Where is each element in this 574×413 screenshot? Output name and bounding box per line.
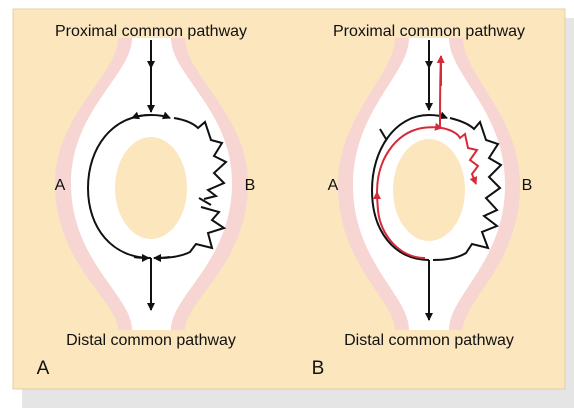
panel-a: Proximal common pathway Distal common pa… (37, 23, 256, 379)
panel-a-bottom-arrow-right (133, 253, 150, 262)
panel-b-reentry-zigzag (441, 127, 480, 185)
panel-a-pathway-a-label: A (55, 177, 66, 194)
panel-b-letter: B (312, 358, 325, 379)
panel-b-black-left-limb (370, 114, 430, 261)
panel-a-pathway-b-label: B (245, 177, 256, 194)
panel-b: Proximal common pathway Distal common pa… (312, 23, 533, 379)
panel-a-proximal-label: Proximal common pathway (55, 23, 247, 40)
panel-b-reentry-upper-arc (376, 122, 443, 193)
panel-a-block-line (198, 197, 212, 206)
panel-b-left-block-line (379, 128, 387, 140)
panel-a-distal-label: Distal common pathway (66, 332, 236, 349)
panel-a-letter: A (37, 358, 50, 379)
panel-b-black-top-arrow (428, 111, 448, 120)
panel-a-top-arrow-right (150, 111, 171, 120)
panel-b-proximal-label: Proximal common pathway (333, 23, 525, 40)
panel-b-distal-label: Distal common pathway (344, 332, 514, 349)
panel-b-black-zigzag (432, 117, 503, 261)
panel-b-reentry-left-limb (373, 191, 426, 259)
panel-a-bottom-arrow-left (153, 253, 171, 262)
panel-a-top-arrow-left (131, 111, 152, 120)
panel-a-pathway-b-upper (173, 117, 228, 200)
panel-a-central-obstacle (115, 137, 187, 239)
panel-b-pathway-a-label: A (328, 177, 339, 194)
panel-a-pathway-a (86, 114, 152, 259)
panel-b-central-obstacle (393, 139, 465, 241)
panel-b-pathway-b-label: B (522, 177, 533, 194)
